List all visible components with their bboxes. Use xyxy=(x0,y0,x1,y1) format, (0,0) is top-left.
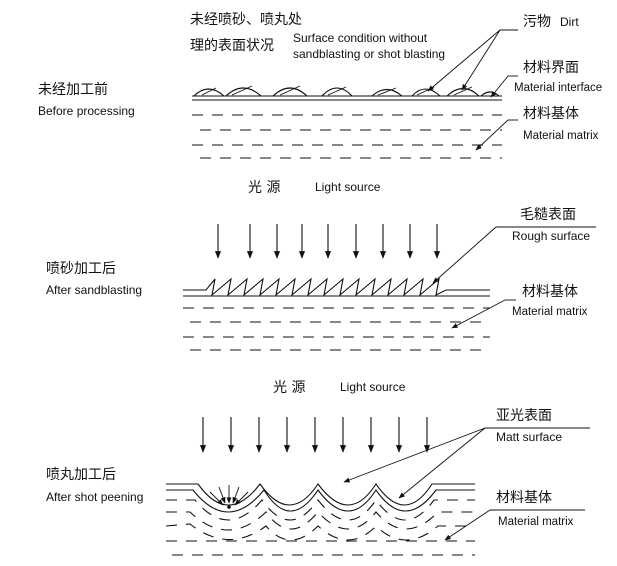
interface-label-zh: 材料界面 xyxy=(523,60,579,76)
rough-surface-profile xyxy=(183,277,490,297)
matt-surface-leader-arrow xyxy=(343,427,486,483)
matrix-label-en-1: Material matrix xyxy=(523,130,599,142)
matt-surface-label-zh: 亚光表面 xyxy=(496,408,552,424)
dirt-particle xyxy=(480,91,500,97)
panel-before-processing: 未经喷砂、喷丸处 理的表面状况 Surface condition withou… xyxy=(38,12,602,159)
dirt-leader-arrow xyxy=(427,29,501,92)
matrix-label-zh-1: 材料基体 xyxy=(523,105,579,122)
matrix-label-zh-3: 材料基体 xyxy=(496,489,552,506)
matrix-label-en-3: Material matrix xyxy=(498,516,574,528)
panel-after-shot-peening: 光 源 Light source 喷丸加工后 After shot peenin… xyxy=(46,380,590,556)
dirt-particle xyxy=(193,88,225,97)
state-label-sandblast-zh: 喷砂加工后 xyxy=(46,261,116,277)
light-source-label-en-2: Light source xyxy=(340,380,406,394)
material-matrix-1 xyxy=(192,114,502,159)
matt-surface-label-en: Matt surface xyxy=(496,430,562,444)
material-matrix-2 xyxy=(183,307,490,351)
surface-condition-title-zh-line2: 理的表面状况 xyxy=(190,38,274,54)
surface-condition-title-en-line1: Surface condition without xyxy=(293,31,428,45)
material-matrix-3 xyxy=(165,499,475,556)
rough-surface-label-zh: 毛糙表面 xyxy=(520,207,576,223)
interface-label-en: Material interface xyxy=(514,82,602,94)
matt-surface-leader-arrow xyxy=(398,427,486,499)
matrix-leader-arrow xyxy=(444,509,491,541)
dirt-label-zh: 污物 xyxy=(523,14,551,30)
matrix-label-en-2: Material matrix xyxy=(512,306,588,318)
interface-leader-arrow xyxy=(490,75,509,98)
rough-surface-label-en: Rough surface xyxy=(512,229,590,243)
dirt-particle xyxy=(371,88,403,97)
impact-starburst xyxy=(209,485,249,509)
dirt-particle xyxy=(411,88,441,97)
matrix-label-zh-2: 材料基体 xyxy=(522,283,578,300)
dirt-particles xyxy=(193,85,500,97)
surface-condition-title-en-line2: sandblasting or shot blasting xyxy=(293,47,445,61)
dirt-particle xyxy=(272,87,308,97)
matrix-leader-arrow xyxy=(451,299,506,329)
light-source-label-zh-1: 光 源 xyxy=(248,180,280,196)
state-label-before-zh: 未经加工前 xyxy=(38,81,108,98)
state-label-shotpeen-zh: 喷丸加工后 xyxy=(46,467,116,483)
state-label-shotpeen-en: After shot peening xyxy=(46,490,143,504)
light-source-label-en-1: Light source xyxy=(315,180,381,194)
dirt-particle xyxy=(225,87,262,97)
panel-after-sandblasting: 光 源 Light source 喷砂加工后 After sandblastin… xyxy=(46,180,596,351)
matrix-leader-arrow xyxy=(475,119,509,151)
dirt-particle xyxy=(321,87,353,97)
light-rays-2 xyxy=(199,417,431,453)
dirt-particle xyxy=(446,87,480,97)
dirt-texture xyxy=(201,85,473,96)
state-label-sandblast-en: After sandblasting xyxy=(46,283,142,297)
rough-surface-leader-arrow xyxy=(432,226,497,284)
state-label-before-en: Before processing xyxy=(38,104,135,118)
light-source-label-zh-2: 光 源 xyxy=(273,380,305,396)
surface-condition-title-zh-line1: 未经喷砂、喷丸处 xyxy=(190,12,302,28)
dirt-leader-arrow xyxy=(461,29,501,91)
dirt-label-en: Dirt xyxy=(560,15,579,29)
light-rays-1 xyxy=(214,224,441,259)
